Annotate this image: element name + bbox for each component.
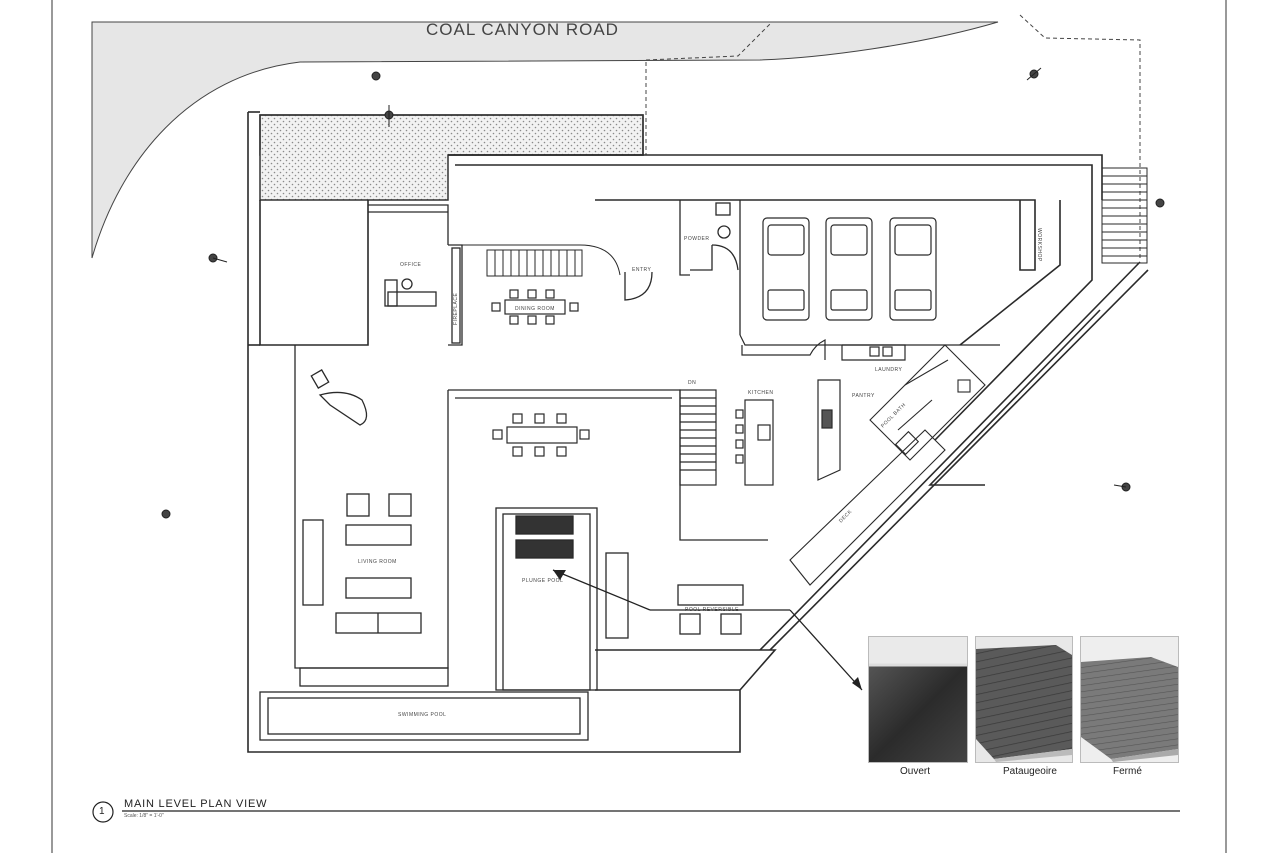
entry-powder — [624, 200, 741, 335]
fireplace-label: FIREPLACE — [453, 292, 459, 325]
office-room — [368, 204, 463, 346]
stair-down-label: DN — [688, 380, 697, 386]
pool-wading-photo-icon — [976, 637, 1072, 762]
pool-closed-photo — [1080, 636, 1179, 763]
tree-icon — [1155, 198, 1165, 208]
planter-hatched-area — [259, 114, 644, 156]
laundry-label: LAUNDRY — [875, 367, 903, 373]
swimming-pool-label: SWIMMING POOL — [398, 712, 447, 718]
workshop-label: WORKSHOP — [1036, 228, 1042, 262]
tree-icon — [371, 71, 381, 81]
photo-caption-wading: Pataugeoire — [1003, 766, 1057, 777]
pantry-label: PANTRY — [852, 393, 875, 399]
pool-wading-photo — [975, 636, 1073, 763]
plunge-pool — [495, 507, 863, 691]
dining-room-upper — [491, 289, 579, 325]
view-number-circle — [92, 801, 114, 823]
pool-open-photo — [868, 636, 968, 763]
kitchen — [679, 339, 906, 486]
road-area — [91, 21, 999, 259]
exterior-stair — [1101, 167, 1148, 264]
deck-strip — [789, 429, 946, 586]
dining-room-lower — [492, 413, 590, 457]
tree-markers — [161, 67, 1165, 519]
kitchen-label: KITCHEN — [748, 390, 774, 396]
photo-caption-open: Ouvert — [900, 766, 931, 777]
dining-room-label: DINING ROOM — [515, 306, 555, 312]
tree-icon — [384, 105, 394, 127]
view-number: 1 — [99, 806, 106, 817]
living-room-label: LIVING ROOM — [358, 559, 397, 565]
living-room — [294, 345, 768, 687]
powder-label: POWDER — [684, 236, 710, 242]
main-stair — [462, 244, 621, 277]
office-label: OFFICE — [400, 262, 422, 268]
tree-icon — [161, 509, 171, 519]
view-scale: Scale: 1/8" = 1'-0" — [124, 813, 164, 819]
tree-icon — [208, 253, 228, 263]
entry-label: ENTRY — [632, 267, 652, 273]
plunge-pool-label: PLUNGE POOL — [522, 578, 564, 584]
swimming-pool — [259, 691, 589, 741]
tree-icon — [1113, 482, 1131, 492]
view-title: MAIN LEVEL PLAN VIEW — [124, 798, 268, 810]
pool-bath — [869, 344, 986, 461]
photo-caption-closed: Fermé — [1113, 766, 1142, 777]
tree-icon — [1026, 67, 1042, 81]
road-label: COAL CANYON ROAD — [426, 20, 619, 39]
pool-open-photo-icon — [869, 663, 967, 762]
pool-closed-photo-icon — [1081, 637, 1178, 762]
garage — [739, 217, 1000, 346]
pool-reversible-label: POOL REVERSIBLE — [685, 607, 739, 613]
